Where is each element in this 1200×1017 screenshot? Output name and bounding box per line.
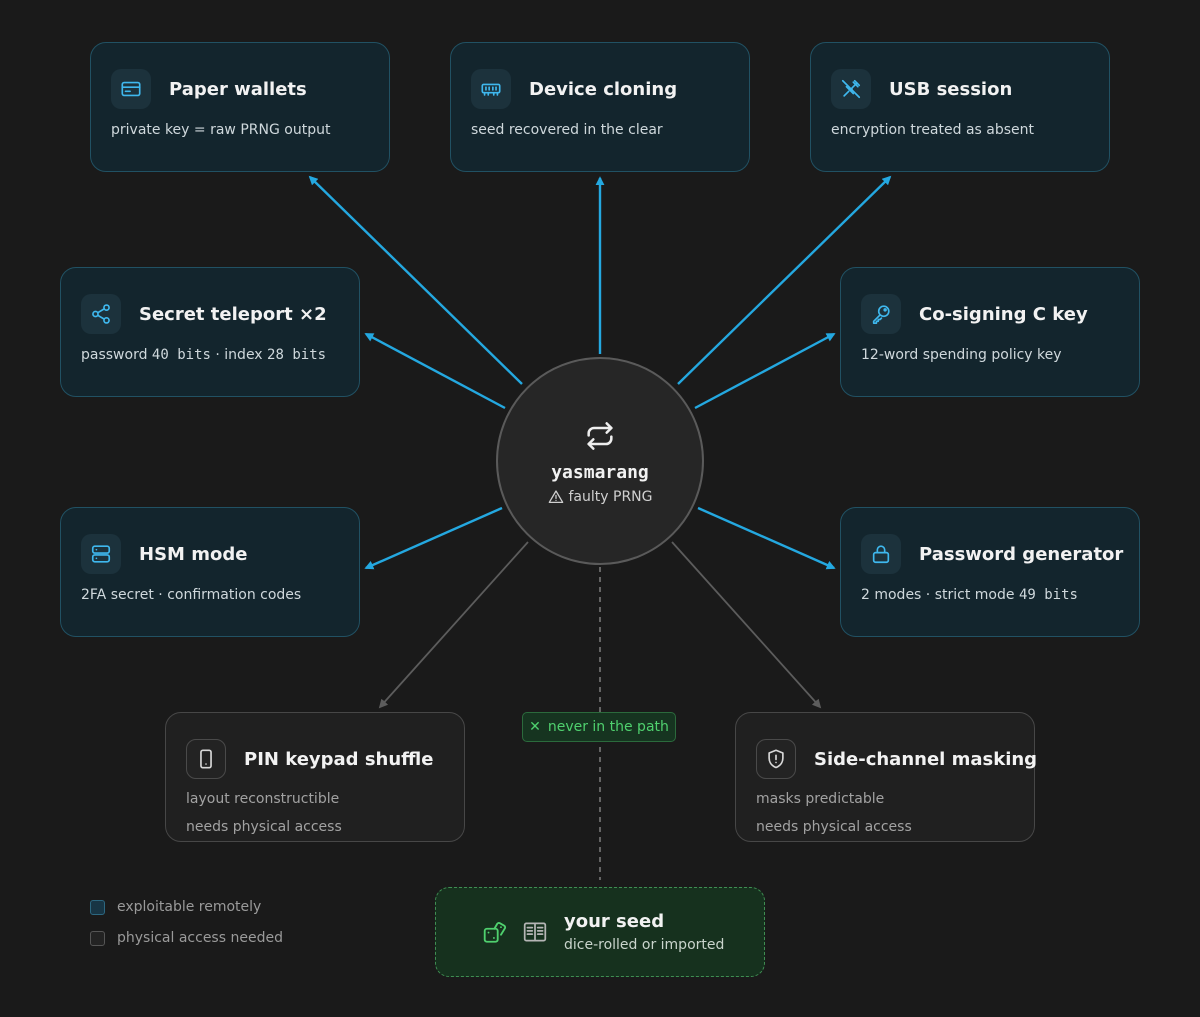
arrow-to-pin-keypad [378, 541, 529, 709]
index-bits: 28 bits [267, 347, 327, 363]
legend-item-remote: exploitable remotely [90, 898, 283, 916]
lock-icon [861, 534, 901, 574]
card-subtitle: encryption treated as absent [831, 122, 1035, 138]
legend: exploitable remotely physical access nee… [90, 898, 283, 960]
arrow-to-password-generator [697, 506, 836, 570]
card-secret-teleport: Secret teleport ×2 password 40 bits · in… [60, 267, 360, 397]
legend-item-physical: physical access needed [90, 929, 283, 947]
card-co-signing: Co-signing C key 12-word spending policy… [840, 267, 1140, 397]
password-bits: 40 bits [151, 347, 211, 363]
card-title: HSM mode [139, 543, 248, 565]
card-subtitle: 2FA secret · confirmation codes [81, 587, 302, 603]
never-label: never in the path [547, 719, 669, 735]
card-subtitle: layout reconstructible [186, 791, 340, 807]
memory-chip-icon [471, 69, 511, 109]
phone-icon [186, 739, 226, 779]
card-subtitle: private key = raw PRNG output [111, 122, 331, 138]
share-icon [81, 294, 121, 334]
card-title: Password generator [919, 543, 1124, 565]
legend-label: exploitable remotely [117, 899, 262, 915]
card-device-cloning: Device cloning seed recovered in the cle… [450, 42, 750, 172]
arrow-to-secret-teleport [364, 332, 506, 410]
unplugged-icon [831, 69, 871, 109]
text-modes: 2 modes · strict mode [861, 587, 1019, 603]
card-subtitle: 12-word spending policy key [861, 347, 1062, 363]
card-title: Device cloning [529, 78, 678, 100]
hub-name: yasmarang [551, 461, 649, 483]
hub-warning: faulty PRNG [548, 489, 653, 505]
arrow-to-side-channel [671, 541, 822, 709]
hub-yasmarang: yasmarang faulty PRNG [496, 357, 704, 565]
arrow-to-hsm-mode [364, 506, 503, 570]
card-pin-keypad: PIN keypad shuffle layout reconstructibl… [165, 712, 465, 842]
card-subtitle: seed recovered in the clear [471, 122, 663, 138]
arrow-to-paper-wallets [308, 175, 523, 385]
warning-icon [548, 489, 563, 503]
legend-label: physical access needed [117, 930, 283, 946]
seed-card: your seed dice-rolled or imported [435, 887, 765, 977]
card-title: USB session [889, 78, 1013, 100]
text-index: · index [210, 347, 268, 363]
strict-mode-bits: 49 bits [1018, 587, 1078, 603]
card-title: PIN keypad shuffle [244, 748, 434, 770]
x-icon: ✕ [529, 719, 541, 735]
card-access-note: needs physical access [186, 819, 342, 835]
card-title: Co-signing C key [919, 303, 1088, 325]
legend-swatch-physical [90, 930, 105, 946]
card-usb-session: USB session encryption treated as absent [810, 42, 1110, 172]
dice-icon [482, 919, 508, 945]
key-icon [861, 294, 901, 334]
card-hsm-mode: HSM mode 2FA secret · confirmation codes [60, 507, 360, 637]
card-paper-wallets: Paper wallets private key = raw PRNG out… [90, 42, 390, 172]
arrow-to-usb-session [677, 175, 892, 385]
seed-title: your seed [564, 911, 665, 932]
card-access-note: needs physical access [756, 819, 912, 835]
hub-note-text: faulty PRNG [568, 488, 653, 505]
card-subtitle: 2 modes · strict mode 49 bits [861, 587, 1139, 603]
book-icon [522, 919, 548, 945]
card-password-generator: Password generator 2 modes · strict mode… [840, 507, 1140, 637]
text-password: password [81, 347, 152, 363]
seed-subtitle: dice-rolled or imported [564, 937, 725, 953]
card-subtitle: password 40 bits · index 28 bits [81, 347, 359, 363]
card-side-channel: Side-channel masking masks predictable n… [735, 712, 1038, 842]
arrow-to-co-signing [694, 332, 836, 410]
card-icon [111, 69, 151, 109]
card-title: Side-channel masking [814, 748, 1038, 770]
never-in-path-badge: ✕ never in the path [522, 712, 676, 742]
swap-arrows-icon [584, 420, 616, 456]
shield-alert-icon [756, 739, 796, 779]
legend-swatch-remote [90, 899, 105, 915]
card-title: Paper wallets [169, 78, 307, 100]
card-subtitle: masks predictable [756, 791, 885, 807]
card-title: Secret teleport ×2 [139, 303, 327, 325]
server-icon [81, 534, 121, 574]
